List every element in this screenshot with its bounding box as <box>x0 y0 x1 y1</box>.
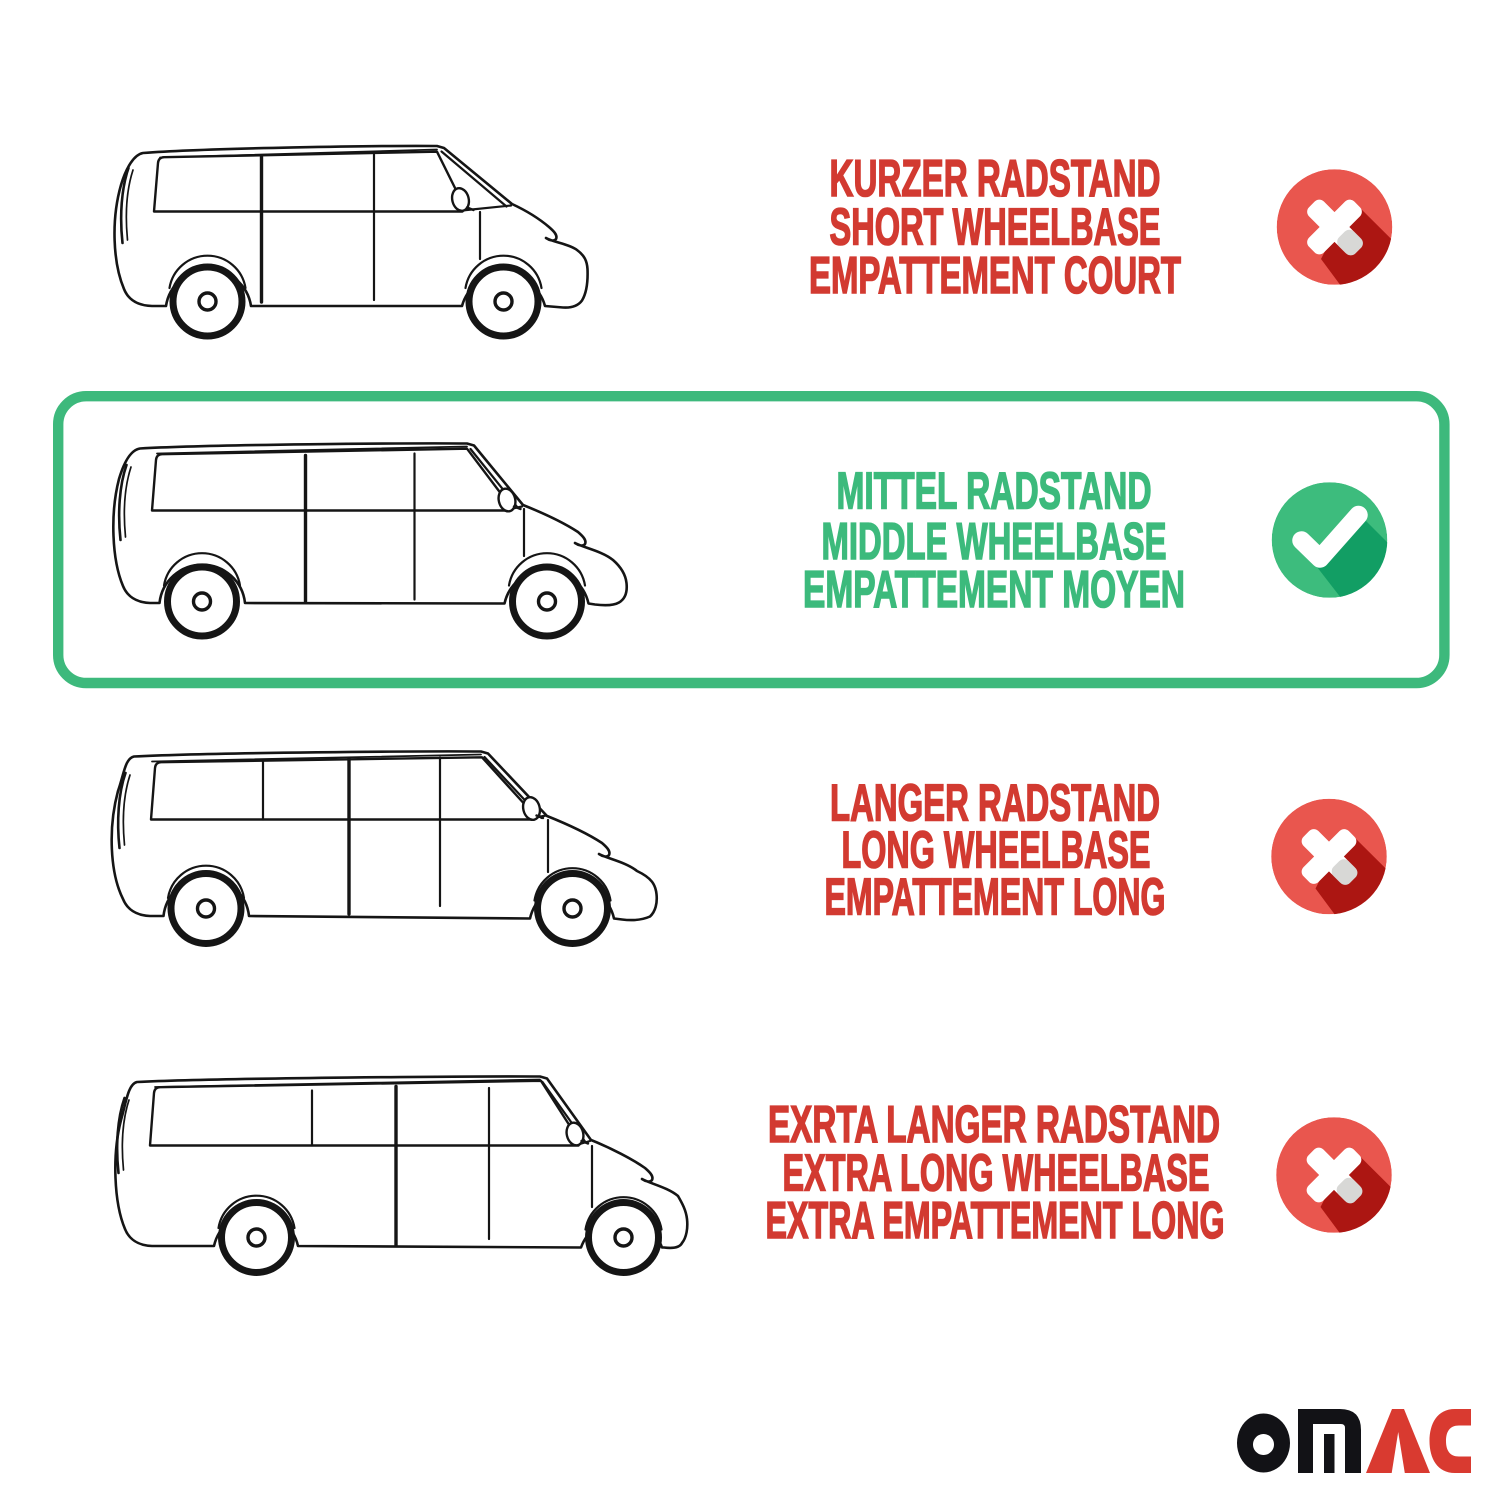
svg-text:SHORT WHEELBASE: SHORT WHEELBASE <box>830 198 1161 256</box>
svg-text:EMPATTEMENT LONG: EMPATTEMENT LONG <box>825 868 1166 926</box>
svg-text:EXRTA LANGER RADSTAND: EXRTA LANGER RADSTAND <box>768 1095 1220 1153</box>
svg-text:EMPATTEMENT MOYEN: EMPATTEMENT MOYEN <box>803 560 1185 618</box>
svg-text:MITTEL RADSTAND: MITTEL RADSTAND <box>837 462 1152 520</box>
svg-text:EMPATTEMENT COURT: EMPATTEMENT COURT <box>809 246 1181 304</box>
svg-text:EXTRA LONG WHEELBASE: EXTRA LONG WHEELBASE <box>783 1144 1210 1202</box>
svg-text:LONG WHEELBASE: LONG WHEELBASE <box>842 821 1151 879</box>
svg-text:KURZER RADSTAND: KURZER RADSTAND <box>830 149 1161 207</box>
svg-text:EXTRA EMPATTEMENT LONG: EXTRA EMPATTEMENT LONG <box>766 1191 1225 1249</box>
svg-text:MIDDLE WHEELBASE: MIDDLE WHEELBASE <box>822 512 1167 570</box>
svg-text:LANGER RADSTAND: LANGER RADSTAND <box>830 774 1160 832</box>
